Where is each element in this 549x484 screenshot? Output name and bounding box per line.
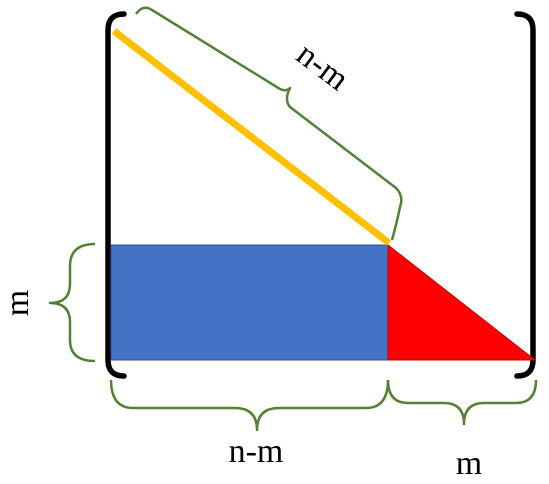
diagonal-brace xyxy=(134,6,403,241)
left-height-label: m xyxy=(0,290,36,316)
left-matrix-bracket xyxy=(105,11,127,379)
bottom-right-brace xyxy=(386,379,538,426)
bottom-left-length-label: n-m xyxy=(229,433,284,470)
left-brace xyxy=(48,242,96,363)
blue-rectangle-block xyxy=(110,244,389,361)
diagonal-line xyxy=(111,28,392,246)
right-matrix-bracket xyxy=(514,11,536,379)
red-triangle-block xyxy=(387,243,537,361)
diagonal-length-label: n-m xyxy=(290,36,356,99)
bottom-left-brace xyxy=(109,379,390,432)
bottom-right-length-label: m xyxy=(456,445,482,482)
